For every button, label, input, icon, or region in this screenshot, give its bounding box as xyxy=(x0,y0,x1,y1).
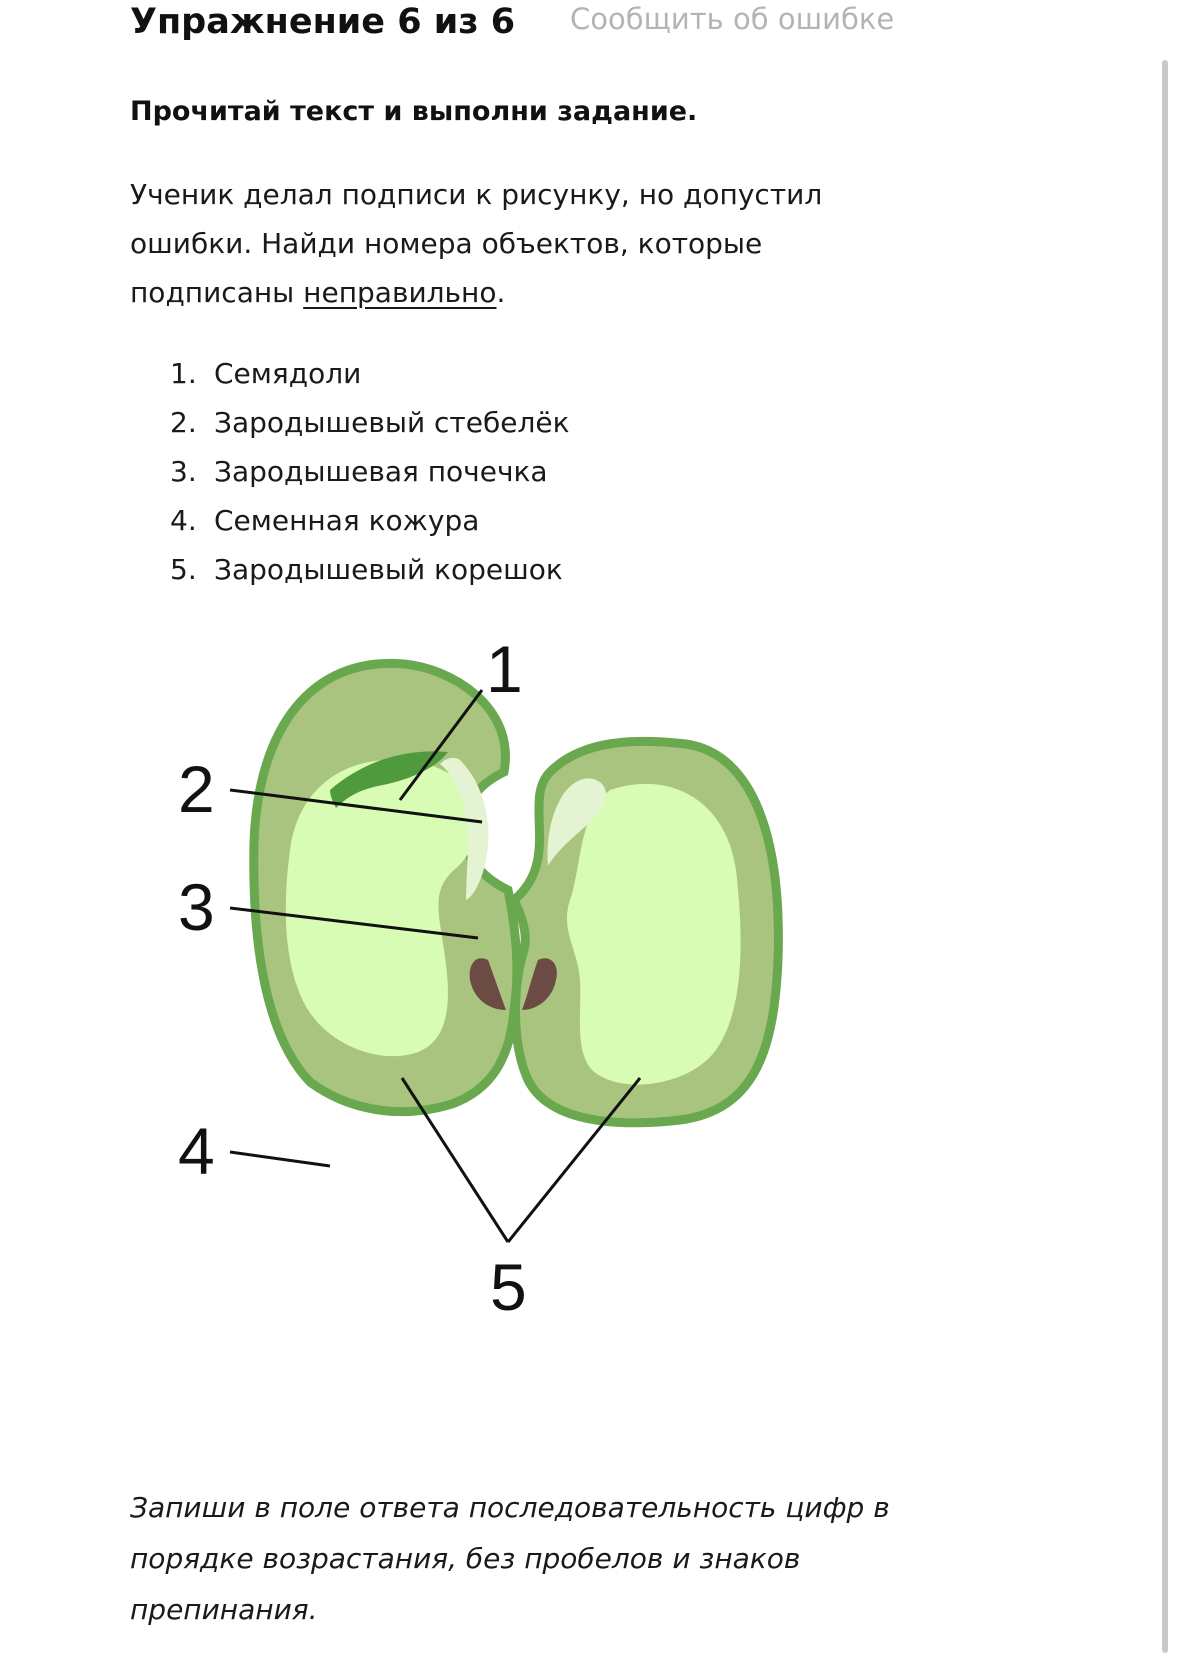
answer-hint-line: порядке возрастания, без пробелов и знак… xyxy=(130,1542,801,1575)
diagram-label-1: 1 xyxy=(486,640,523,706)
answer-hint: Запиши в поле ответа последовательность … xyxy=(130,1482,890,1635)
scrollbar[interactable] xyxy=(1162,60,1168,1653)
list-item: 4. Семенная кожура xyxy=(170,496,570,545)
list-item-label: Семядоли xyxy=(214,357,362,390)
list-item-label: Семенная кожура xyxy=(214,504,480,537)
label-list: 1. Семядоли 2. Зародышевый стебелёк 3. Заро… xyxy=(170,349,570,594)
list-item: 5. Зародышевый корешок xyxy=(170,545,570,594)
list-item-number: 4. xyxy=(170,504,197,537)
task-text-line: Ученик делал подписи к рисунку, но допус… xyxy=(130,178,823,211)
cotyledon-left-inner xyxy=(285,759,476,1057)
answer-hint-line: препинания. xyxy=(130,1593,318,1626)
task-text-fragment: подписаны xyxy=(130,276,304,309)
list-item-number: 1. xyxy=(170,357,197,390)
list-item: 2. Зародышевый стебелёк xyxy=(170,398,570,447)
list-item-number: 5. xyxy=(170,553,197,586)
answer-hint-line: Запиши в поле ответа последовательность … xyxy=(130,1491,890,1524)
pointer-line-5a xyxy=(400,1077,510,1243)
germ-leaf xyxy=(330,751,448,808)
task-text-line: ошибки. Найди номера объектов, которые xyxy=(130,227,763,260)
cotyledon-right-inner xyxy=(566,783,741,1085)
list-item-label: Зародышевый корешок xyxy=(214,553,563,586)
exercise-header: Упражнение 6 из 6 Сообщить об ошибке xyxy=(130,0,894,50)
list-item-label: Зародышевый стебелёк xyxy=(214,406,570,439)
list-item-number: 2. xyxy=(170,406,197,439)
exercise-title: Упражнение 6 из 6 xyxy=(130,2,516,42)
pointer-line-3 xyxy=(229,906,479,940)
hilum-right xyxy=(522,958,557,1010)
task-text-fragment: . xyxy=(496,276,506,309)
pointer-line-1 xyxy=(398,689,484,801)
cotyledon-right-highlight xyxy=(547,778,607,866)
pointer-line-5b xyxy=(506,1077,642,1243)
germ-stem-highlight xyxy=(440,757,489,900)
diagram-labels: 1 2 3 4 5 xyxy=(178,640,527,1324)
list-item: 3. Зародышевая почечка xyxy=(170,447,570,496)
report-error-link[interactable]: Сообщить об ошибке xyxy=(570,2,895,36)
hilum-left xyxy=(469,958,506,1010)
pointer-line-4 xyxy=(229,1150,331,1168)
right-cotyledon xyxy=(508,736,783,1128)
pointer-line-2 xyxy=(229,788,483,824)
task-text-emphasis: неправильно xyxy=(303,276,497,309)
left-cotyledon xyxy=(249,658,522,1117)
diagram-label-3: 3 xyxy=(178,870,215,944)
bean-seed-diagram: 1 2 3 4 5 xyxy=(178,640,783,1324)
instruction-heading: Прочитай текст и выполни задание. xyxy=(130,96,698,127)
task-text-line: подписаны неправильно. xyxy=(130,268,850,317)
list-item-label: Зародышевая почечка xyxy=(214,455,548,488)
pointer-lines xyxy=(229,689,642,1243)
list-item-number: 3. xyxy=(170,455,197,488)
list-item: 1. Семядоли xyxy=(170,349,570,398)
diagram-label-2: 2 xyxy=(178,752,215,826)
diagram-label-5: 5 xyxy=(490,1250,527,1324)
diagram-label-4: 4 xyxy=(178,1114,215,1188)
task-text: Ученик делал подписи к рисунку, но допус… xyxy=(130,170,850,317)
